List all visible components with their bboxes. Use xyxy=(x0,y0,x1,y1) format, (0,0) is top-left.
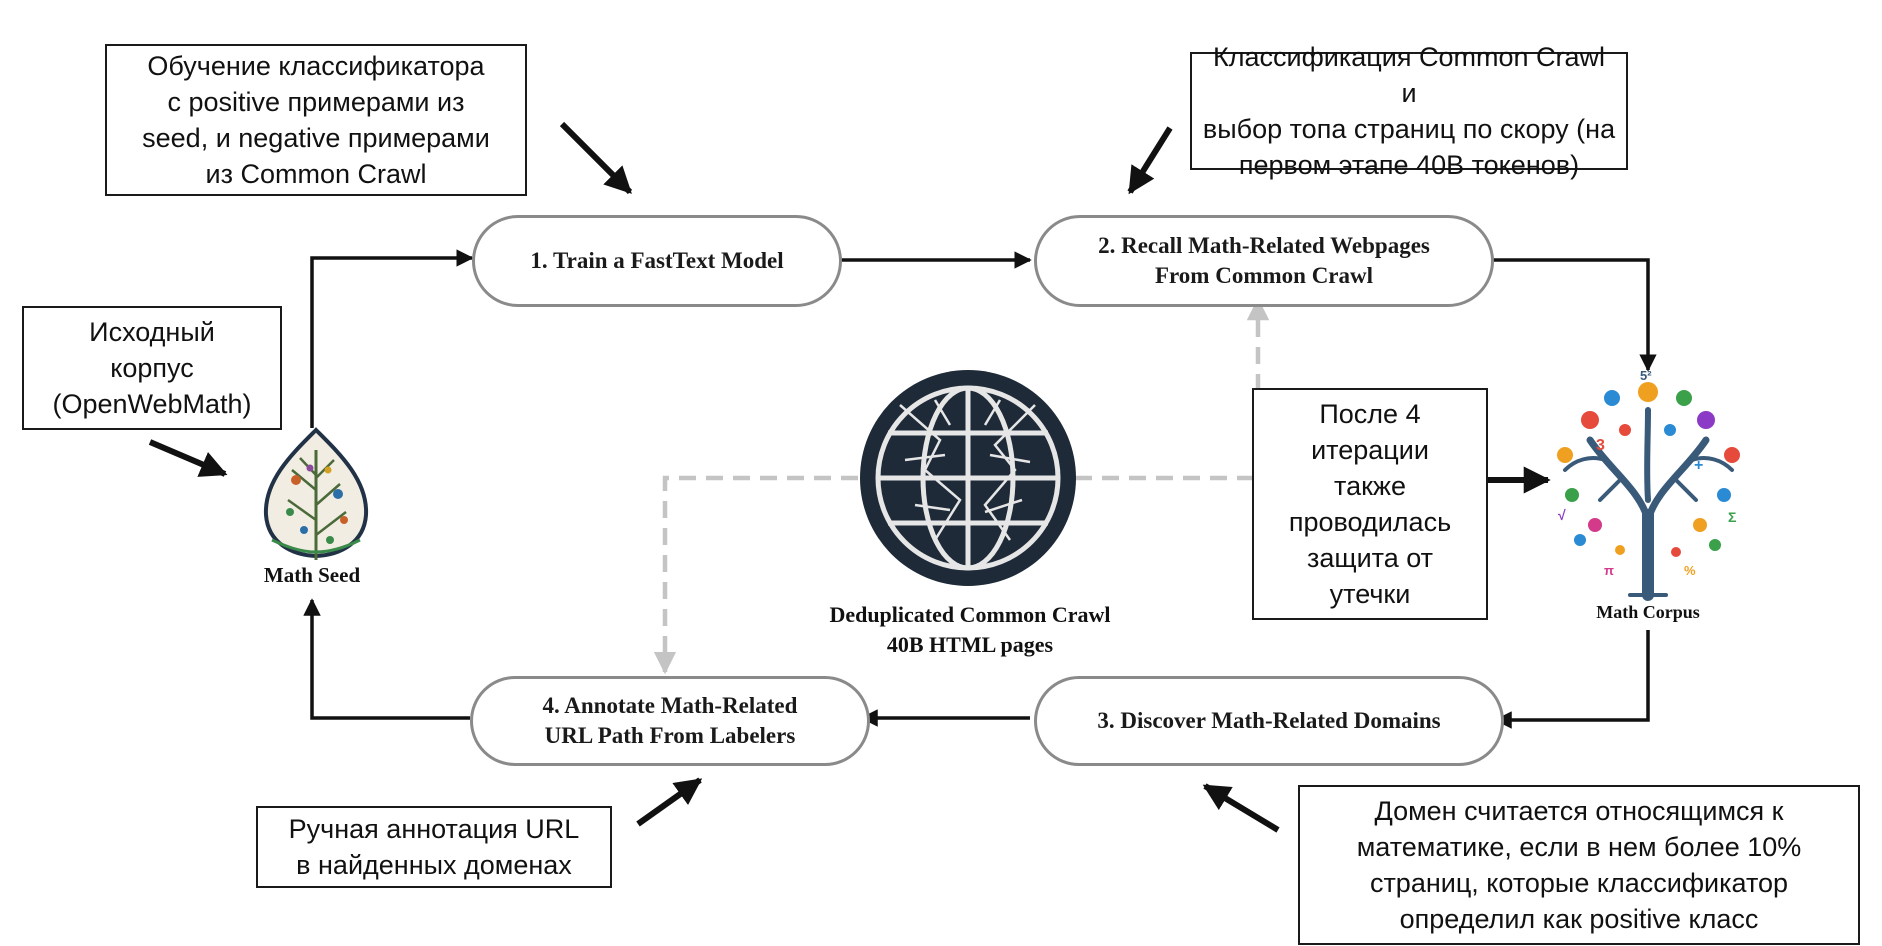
step-recall-webpages: 2. Recall Math-Related Webpages From Com… xyxy=(1034,215,1494,307)
globe-icon xyxy=(860,370,1076,586)
classify-note: Классификация Common Crawl и выбор топа … xyxy=(1190,42,1628,180)
step-annotate-url-path-label: 4. Annotate Math-Related URL Path From L… xyxy=(542,693,798,748)
domain-note-text: Домен считается относящимся к математике… xyxy=(1356,796,1802,934)
train-note-arrow xyxy=(559,121,633,195)
step-recall-webpages-label: 2. Recall Math-Related Webpages From Com… xyxy=(1098,233,1430,288)
annotation-arrows xyxy=(148,121,1551,833)
svg-text:Σ: Σ xyxy=(1728,509,1736,525)
classify-note-arrow xyxy=(1127,126,1173,195)
domain-note-arrow xyxy=(1202,783,1280,833)
annotate-note: Ручная аннотация URL в найденных доменах xyxy=(256,806,612,888)
step-train-fasttext: 1. Train a FastText Model xyxy=(472,215,842,307)
domain-note: Домен считается относящимся к математике… xyxy=(1298,785,1860,945)
svg-text:+: + xyxy=(1694,457,1703,474)
classify-note-text: Классификация Common Crawl и выбор топа … xyxy=(1202,42,1616,180)
seed-note-text: Исходный корпус (OpenWebMath) xyxy=(52,317,252,419)
seed-note: Исходный корпус (OpenWebMath) xyxy=(22,306,282,430)
seed-to-step1-connector xyxy=(310,249,474,428)
step4-to-seed-connector xyxy=(303,598,470,720)
annotate-note-text: Ручная аннотация URL в найденных доменах xyxy=(288,814,580,880)
step-annotate-url-path: 4. Annotate Math-Related URL Path From L… xyxy=(470,676,870,766)
step-discover-domains-label: 3. Discover Math-Related Domains xyxy=(1097,708,1441,733)
svg-text:√: √ xyxy=(1558,507,1566,523)
seed-note-arrow xyxy=(148,439,228,477)
math-seed-label: Math Seed xyxy=(263,563,361,587)
svg-text:5²: 5² xyxy=(1640,368,1652,383)
train-note: Обучение классификатора с positive приме… xyxy=(105,44,527,196)
step-discover-domains: 3. Discover Math-Related Domains xyxy=(1034,676,1504,766)
svg-text:3: 3 xyxy=(1596,437,1605,454)
leakage-note-text: После 4 итерации также проводилась защит… xyxy=(1288,399,1452,609)
annotate-note-arrow xyxy=(636,777,703,827)
train-note-text: Обучение классификатора с positive приме… xyxy=(142,51,490,189)
math-tree-icon: 3 + √ Σ 5² π % xyxy=(1557,368,1740,601)
globe-to-step2-dashed xyxy=(1075,297,1270,481)
leakage-note: После 4 итерации также проводилась защит… xyxy=(1252,388,1488,620)
corpus-to-step3-connector xyxy=(1494,630,1650,729)
svg-text:π: π xyxy=(1604,563,1614,578)
dashed-connectors xyxy=(653,297,1270,675)
globe-to-step4-dashed xyxy=(653,475,858,675)
step-train-fasttext-label: 1. Train a FastText Model xyxy=(530,248,784,273)
math-corpus-label: Math Corpus xyxy=(1596,602,1700,622)
leaf-tree-icon xyxy=(263,427,369,560)
svg-text:%: % xyxy=(1684,563,1696,578)
flow-connectors xyxy=(303,249,1657,729)
common-crawl-label: Deduplicated Common Crawl 40B HTML pages xyxy=(829,602,1111,657)
step2-to-corpus-connector xyxy=(1485,258,1657,372)
